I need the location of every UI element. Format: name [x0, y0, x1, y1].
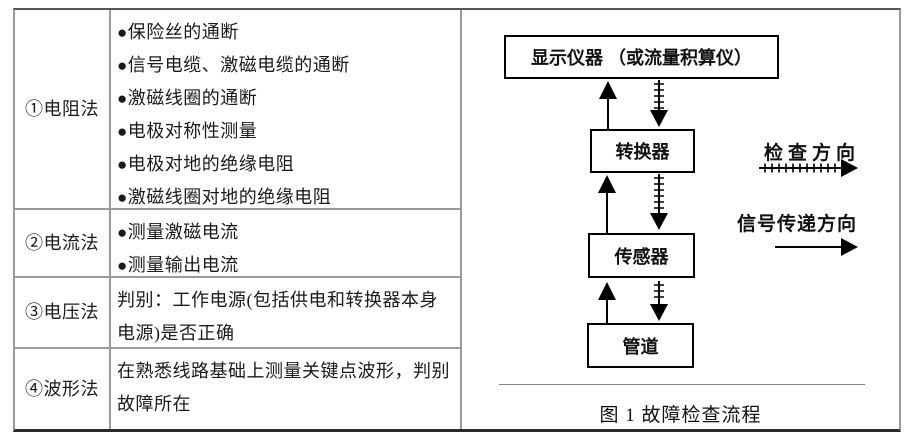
check-arrow-display-to-converter [650, 80, 668, 127]
method-name-cell: ④波形法 [15, 349, 111, 429]
bullet-icon: ● [117, 89, 128, 108]
bullet-icon: ● [117, 256, 128, 275]
method-name: ③电压法 [25, 302, 99, 322]
bullet-item: ●保险丝的通断 [117, 22, 239, 42]
bullet-item: ●电极对地的绝缘电阻 [117, 154, 295, 174]
description-text: 判别：工作电源(包括供电和转换器本身电源)是否正确 [117, 290, 438, 343]
node-display-instrument: 显示仪器 （或流量积算仪） [504, 35, 779, 79]
signal-arrow-converter-to-display [599, 81, 617, 129]
bullet-item: ●激磁线圈的通断 [117, 88, 258, 108]
method-name-cell: ①电阻法 [15, 10, 111, 210]
node-pipe-label: 管道 [622, 336, 659, 357]
description-text: 在熟悉线路基础上测量关键点波形，判别故障所在 [117, 361, 450, 414]
bullet-icon: ● [117, 56, 128, 75]
method-description-cell: ●测量激磁电流 ●测量输出电流 [111, 210, 460, 278]
bullet-icon: ● [117, 155, 128, 174]
method-name: ①电阻法 [25, 98, 99, 119]
bullet-item: ●测量输出电流 [117, 255, 239, 275]
method-description-cell: ●保险丝的通断 ●信号电缆、激磁电缆的通断 ●激磁线圈的通断 ●电极对称性测量 ●电极对… [111, 10, 460, 210]
caption-divider [499, 384, 865, 385]
check-direction-label: 检查方向 [764, 143, 861, 164]
method-description-cell: 判别：工作电源(包括供电和转换器本身电源)是否正确 [111, 278, 460, 349]
check-direction-legend-arrow [759, 159, 858, 177]
signal-arrow-pipe-to-sensor [598, 282, 616, 323]
fault-check-flow-diagram: 显示仪器 （或流量积算仪） 转换器 传感器 管道 检查方向 信号传递方向 图 1… [460, 10, 899, 429]
bullet-icon: ● [117, 188, 128, 207]
method-name: ④波形法 [25, 378, 99, 399]
bullet-icon: ● [117, 23, 128, 42]
method-name: ②电流法 [25, 232, 99, 253]
node-pipe: 管道 [587, 323, 694, 368]
flow-arrows [598, 80, 858, 323]
figure-caption: 图 1 故障检查流程 [599, 405, 762, 426]
signal-arrow-sensor-to-converter [598, 175, 616, 233]
fault-methods-table: ①电阻法 ●保险丝的通断 ●信号电缆、激磁电缆的通断 ●激磁线圈的通断 ●电极对称性测量… [13, 8, 901, 432]
signal-direction-legend-arrow [775, 238, 858, 256]
node-display-instrument-label: 显示仪器 （或流量积算仪） [531, 48, 752, 68]
method-name-cell: ②电流法 [15, 210, 111, 278]
method-description-cell: 在熟悉线路基础上测量关键点波形，判别故障所在 [111, 349, 460, 429]
node-converter-label: 转换器 [615, 142, 670, 162]
bullet-icon: ● [117, 122, 128, 141]
bullet-item: ●信号电缆、激磁电缆的通断 [117, 55, 350, 75]
node-sensor: 传感器 [588, 233, 695, 278]
check-arrow-converter-to-sensor [650, 174, 668, 230]
check-arrow-sensor-to-pipe [650, 281, 668, 321]
bullet-icon: ● [117, 223, 128, 242]
signal-direction-label: 信号传递方向 [737, 214, 858, 235]
method-name-cell: ③电压法 [15, 278, 111, 349]
bullet-item: ●电极对称性测量 [117, 121, 258, 141]
bullet-item: ●激磁线圈对地的绝缘电阻 [117, 187, 332, 207]
methods-grid: ①电阻法 ●保险丝的通断 ●信号电缆、激磁电缆的通断 ●激磁线圈的通断 ●电极对称性测量… [15, 10, 460, 429]
bullet-item: ●测量激磁电流 [117, 222, 239, 242]
node-sensor-label: 传感器 [614, 246, 669, 267]
node-converter: 转换器 [590, 129, 695, 173]
